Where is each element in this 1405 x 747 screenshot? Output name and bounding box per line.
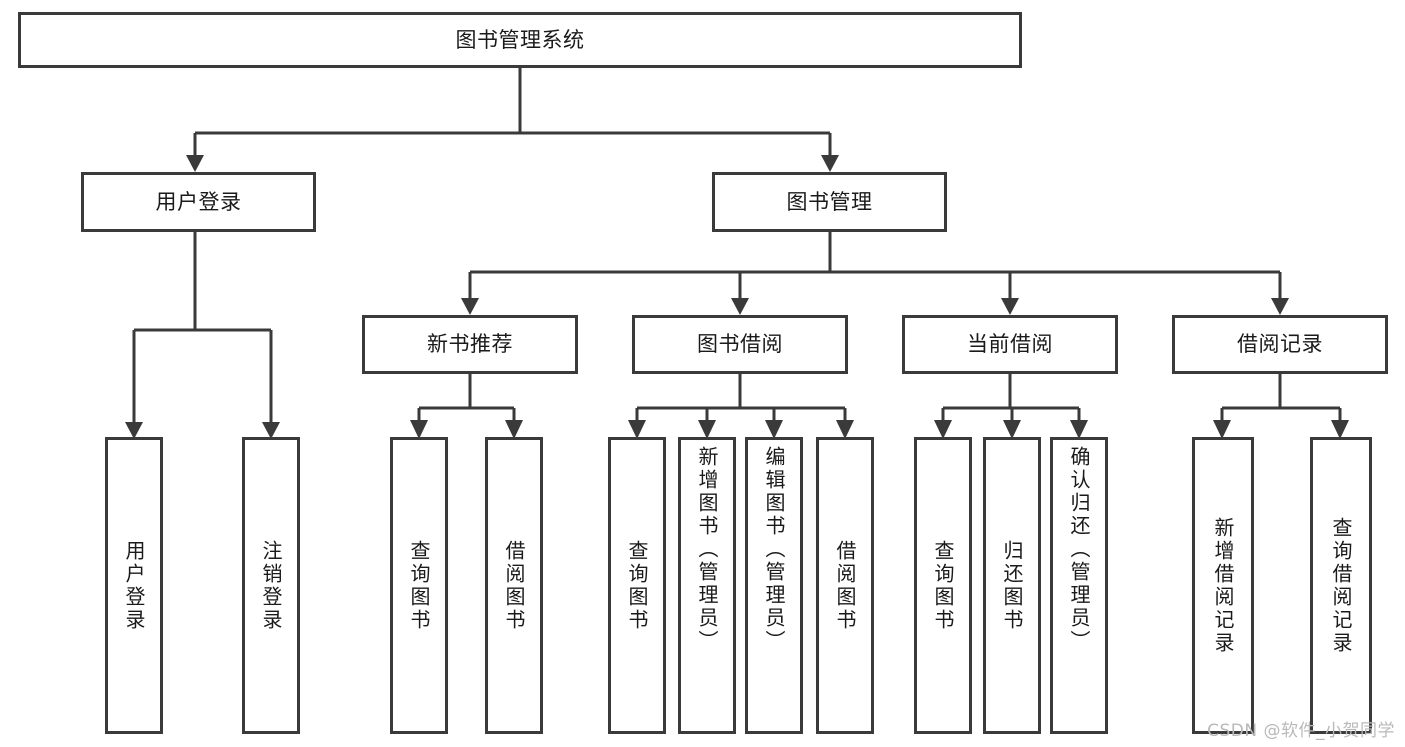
node-leaf-edit-book[interactable]: 编辑图书（管理员） — [745, 437, 803, 734]
node-leaf-user-login-label: 用户登录 — [122, 539, 146, 632]
node-leaf-query-record-label: 查询借阅记录 — [1329, 516, 1353, 655]
node-borrow-record-label: 借阅记录 — [1237, 332, 1323, 357]
node-leaf-user-login[interactable]: 用户登录 — [105, 437, 163, 734]
node-book-borrow[interactable]: 图书借阅 — [632, 315, 848, 374]
node-leaf-borrow-book-2[interactable]: 借阅图书 — [816, 437, 874, 734]
node-leaf-edit-book-label: 编辑图书（管理员） — [762, 446, 786, 653]
node-leaf-query-record[interactable]: 查询借阅记录 — [1310, 437, 1372, 734]
node-borrow-record[interactable]: 借阅记录 — [1172, 315, 1388, 374]
node-book-management[interactable]: 图书管理 — [712, 172, 947, 232]
node-leaf-add-record-label: 新增借阅记录 — [1211, 516, 1235, 655]
node-root-label: 图书管理系统 — [455, 27, 585, 52]
node-new-book-recommend-label: 新书推荐 — [427, 332, 513, 357]
arrowhead-book-borrow — [731, 298, 749, 315]
node-leaf-confirm-return-label: 确认归还（管理员） — [1067, 446, 1091, 653]
node-new-book-recommend[interactable]: 新书推荐 — [362, 315, 578, 374]
node-leaf-query-book-3-label: 查询图书 — [931, 539, 955, 632]
node-leaf-query-book-1-label: 查询图书 — [407, 539, 431, 632]
node-leaf-query-book-3[interactable]: 查询图书 — [914, 437, 972, 734]
node-user-login[interactable]: 用户登录 — [81, 172, 316, 232]
node-leaf-confirm-return[interactable]: 确认归还（管理员） — [1050, 437, 1108, 734]
node-leaf-return-book[interactable]: 归还图书 — [983, 437, 1041, 734]
node-leaf-logout-login-label: 注销登录 — [259, 539, 283, 632]
node-user-login-label: 用户登录 — [155, 189, 242, 214]
node-leaf-borrow-book-1-label: 借阅图书 — [502, 539, 526, 632]
node-current-borrow-label: 当前借阅 — [967, 332, 1053, 357]
node-leaf-add-book[interactable]: 新增图书（管理员） — [678, 437, 736, 734]
node-current-borrow[interactable]: 当前借阅 — [902, 315, 1118, 374]
node-leaf-query-book-1[interactable]: 查询图书 — [390, 437, 448, 734]
node-root[interactable]: 图书管理系统 — [18, 12, 1022, 68]
arrowhead-new-book-recommend — [461, 298, 479, 315]
node-book-management-label: 图书管理 — [786, 189, 873, 214]
node-leaf-borrow-book-2-label: 借阅图书 — [833, 539, 857, 632]
node-book-borrow-label: 图书借阅 — [697, 332, 783, 357]
arrowhead-current-borrow — [1001, 298, 1019, 315]
arrowhead-user-login — [186, 155, 204, 172]
arrowhead-borrow-record — [1271, 298, 1289, 315]
node-leaf-return-book-label: 归还图书 — [1000, 539, 1024, 632]
arrowhead-book-management — [821, 155, 839, 172]
node-leaf-query-book-2[interactable]: 查询图书 — [608, 437, 666, 734]
node-leaf-add-book-label: 新增图书（管理员） — [695, 446, 719, 653]
node-leaf-logout-login[interactable]: 注销登录 — [242, 437, 300, 734]
node-leaf-add-record[interactable]: 新增借阅记录 — [1192, 437, 1254, 734]
node-leaf-query-book-2-label: 查询图书 — [625, 539, 649, 632]
csdn-watermark: CSDN @软件_小贺同学 — [1207, 721, 1395, 741]
node-leaf-borrow-book-1[interactable]: 借阅图书 — [485, 437, 543, 734]
